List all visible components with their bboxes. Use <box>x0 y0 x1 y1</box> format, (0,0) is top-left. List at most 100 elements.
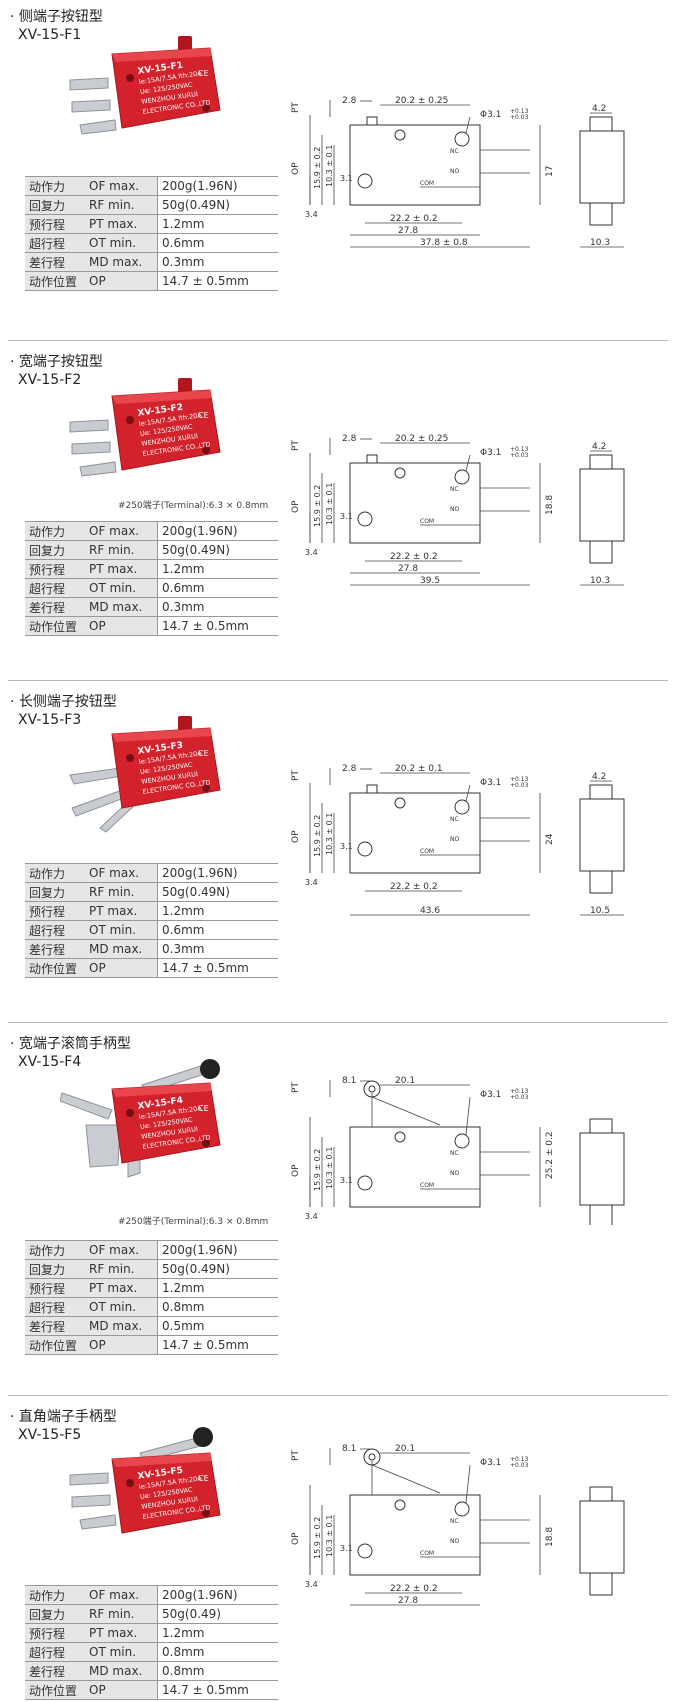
section-divider <box>8 680 668 681</box>
dim-top: 20.2 ± 0.25 <box>395 434 448 444</box>
nc-label: NC <box>450 1150 459 1157</box>
side-view-top <box>589 1118 613 1134</box>
mount-hole <box>126 74 134 82</box>
spec-label: 预行程 <box>25 901 85 921</box>
dim-side-width: 10.3 <box>590 238 610 248</box>
spec-label: 差行程 <box>25 597 85 617</box>
hole-leader <box>465 1096 471 1136</box>
spec-value: 50g(0.49N) <box>157 882 278 902</box>
dim-10-3: 10.3 ± 0.1 <box>325 1515 334 1557</box>
dim-22-2: 22.2 ± 0.2 <box>390 552 438 562</box>
roller-wheel <box>193 1427 213 1447</box>
terminal-note: #250端子(Terminal):6.3 × 0.8mm <box>118 501 269 511</box>
hole-tol-dn: +0.03 <box>510 1462 529 1469</box>
spec-code: OF max. <box>85 521 158 541</box>
mount-hole-icon <box>357 173 373 189</box>
body-highlight <box>112 1083 212 1097</box>
terminals <box>69 1472 117 1530</box>
dim-top: 20.2 ± 0.1 <box>395 764 443 774</box>
terminals <box>69 77 117 135</box>
dim-small-top: 2.8 <box>342 96 357 106</box>
hole-dim: Φ3.1 <box>480 1090 501 1100</box>
spec-code: PT max. <box>85 214 158 234</box>
spec-code: OF max. <box>85 1585 158 1605</box>
spec-code: MD max. <box>85 1316 158 1336</box>
side-view-bottom <box>589 1204 613 1228</box>
side-view-top <box>589 454 613 470</box>
hole-dim: Φ3.1 <box>480 448 501 458</box>
dim-3-1: 3.1 <box>340 1544 353 1553</box>
terminal-note: #250端子(Terminal):6.3 × 0.8mm <box>118 1217 269 1227</box>
nc-label: NC <box>450 816 459 823</box>
mount-hole <box>126 1109 134 1117</box>
op-label: OP <box>291 500 301 513</box>
spec-code: RF min. <box>85 540 158 560</box>
no-label: NO <box>450 1170 459 1177</box>
spec-label: 回复力 <box>25 195 85 215</box>
spec-code: PT max. <box>85 559 158 579</box>
spec-code: OP <box>85 1680 158 1700</box>
spec-code: OP <box>85 958 158 978</box>
spec-value: 50g(0.49N) <box>157 195 278 215</box>
product-model: XV-15-F4 <box>18 1054 82 1070</box>
spec-code: OP <box>85 271 158 291</box>
spec-value: 14.7 ± 0.5mm <box>157 1335 278 1355</box>
dim-15-9: 15.9 ± 0.2 <box>313 1149 322 1191</box>
terminal-long <box>71 789 125 817</box>
pt-label: PT <box>291 770 301 781</box>
spec-code: MD max. <box>85 597 158 617</box>
hole-leader <box>465 784 471 802</box>
dim-22-2: 22.2 ± 0.2 <box>390 1584 438 1594</box>
spec-label: 差行程 <box>25 1661 85 1681</box>
dim-side-top: 4.2 <box>592 442 606 452</box>
spec-label: 超行程 <box>25 1297 85 1317</box>
dim-27-8: 27.8 <box>398 1596 418 1606</box>
dim-15-9: 15.9 ± 0.2 <box>313 147 322 189</box>
side-view-bottom <box>589 1572 613 1596</box>
spec-label: 超行程 <box>25 920 85 940</box>
switch-body <box>111 1452 221 1534</box>
spec-label: 预行程 <box>25 1623 85 1643</box>
spec-label: 差行程 <box>25 1316 85 1336</box>
section-divider <box>8 340 668 341</box>
dim-height: 17 <box>545 166 555 177</box>
spec-label: 动作位置 <box>25 271 85 291</box>
op-label: OP <box>291 1532 301 1545</box>
body-outline <box>349 1126 481 1208</box>
spec-code: OT min. <box>85 920 158 940</box>
com-label: COM <box>420 1550 434 1557</box>
body-highlight <box>112 390 212 404</box>
spec-value: 1.2mm <box>157 559 278 579</box>
spec-value: 1.2mm <box>157 1278 278 1298</box>
spec-value: 0.3mm <box>157 939 278 959</box>
spec-value: 14.7 ± 0.5mm <box>157 271 278 291</box>
mount-hole-icon <box>357 511 373 527</box>
dim-3-4: 3.4 <box>305 210 318 219</box>
terminal <box>71 1494 111 1508</box>
roller-wheel <box>200 1059 220 1079</box>
dim-small-top: 8.1 <box>342 1444 356 1454</box>
ce-mark-icon: CE <box>198 1474 209 1483</box>
spec-code: PT max. <box>85 1623 158 1643</box>
dim-height: 18.8 <box>545 1527 555 1547</box>
terminal <box>69 1472 109 1486</box>
spec-value: 50g(0.49N) <box>157 1259 278 1279</box>
spec-label: 动作位置 <box>25 958 85 978</box>
side-view-top <box>589 784 613 800</box>
spec-value: 0.3mm <box>157 597 278 617</box>
